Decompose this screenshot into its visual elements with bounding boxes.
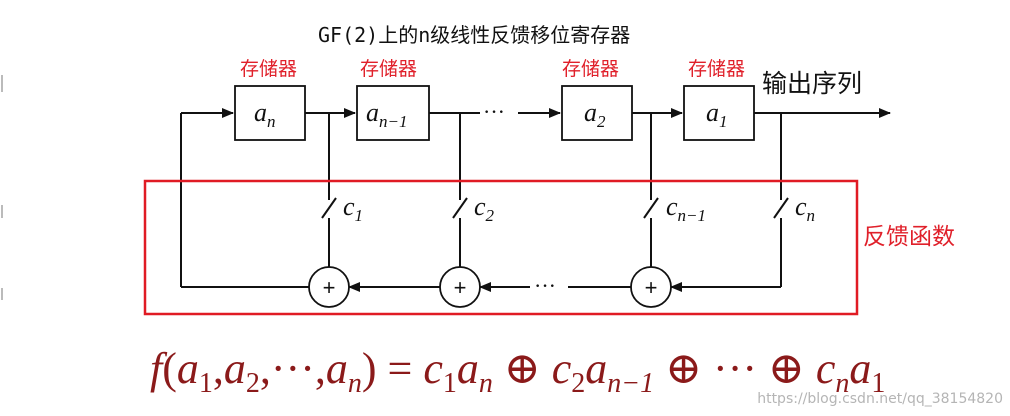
register-an-1-label: an−1 <box>366 98 407 131</box>
plus-icon: + <box>323 275 336 300</box>
register-an-label: an <box>254 98 276 131</box>
xor-adder <box>630 266 672 308</box>
register-label-a1: 存储器 <box>688 58 745 80</box>
switch-c1 <box>321 197 337 219</box>
switch-cn <box>773 197 789 219</box>
watermark: https://blog.csdn.net/qq_38154820 <box>757 391 1003 407</box>
register-ellipsis: ··· <box>483 99 505 124</box>
register-a2 <box>561 85 633 141</box>
register-a2-label: a2 <box>584 98 606 131</box>
feedback-function-label: 反馈函数 <box>863 224 955 250</box>
feedback-ellipsis: ··· <box>534 273 556 298</box>
register-a1-label: a1 <box>706 98 728 131</box>
feedback-formula: f(a1,a2,···,an) = c1an ⊕ c2an−1 ⊕ ··· ⊕ … <box>150 344 885 399</box>
xor-adder <box>308 266 350 308</box>
coefficient-c2: c2 <box>474 192 495 225</box>
output-sequence-label: 输出序列 <box>762 69 862 98</box>
feedback-function-highlight <box>143 179 859 316</box>
diagram-title: GF(2)上的n级线性反馈移位寄存器 <box>318 23 630 47</box>
coefficient-cn-1: cn−1 <box>666 192 706 225</box>
xor-adder <box>439 266 481 308</box>
plus-icon: + <box>454 275 467 300</box>
coefficient-c1: c1 <box>343 192 363 225</box>
register-an-1 <box>356 85 430 141</box>
register-label-a2: 存储器 <box>562 58 619 80</box>
register-an <box>234 85 306 141</box>
register-a1 <box>683 85 755 141</box>
coefficient-cn: cn <box>795 192 815 225</box>
plus-icon: + <box>645 275 658 300</box>
register-label-an: 存储器 <box>240 58 297 80</box>
switch-c2 <box>452 197 468 219</box>
switch-cn-1 <box>643 197 659 219</box>
register-label-an-1: 存储器 <box>360 58 417 80</box>
